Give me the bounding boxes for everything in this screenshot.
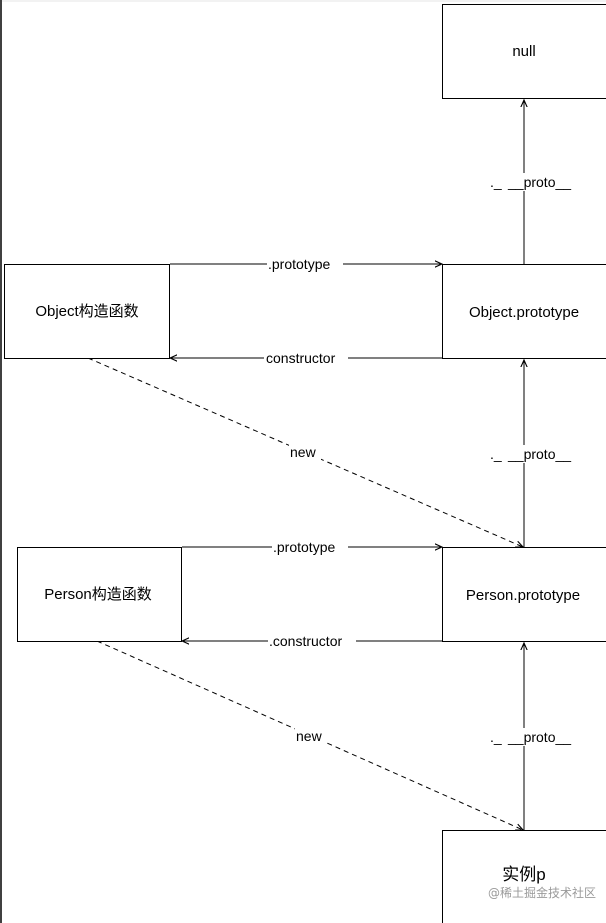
label-person-prototype: .prototype [272,539,348,555]
svg-text:Person构造函数: Person构造函数 [44,586,152,603]
svg-text:._: ._ [490,729,502,745]
label-person-proto-to-object: ._ __proto__ [487,445,571,463]
svg-text:__proto__: __proto__ [507,174,571,190]
svg-text:.prototype: .prototype [268,256,330,272]
edge-person-new [96,640,523,830]
watermark-text: @稀土掘金技术社区 [487,886,596,900]
label-object-proto-to-null: ._ __proto__ [487,173,571,191]
svg-text:.prototype: .prototype [273,539,335,555]
node-person-constructor: Person构造函数 [17,547,182,642]
label-object-prototype: .prototype [267,256,343,272]
window-left-border [0,0,2,923]
label-object-constructor: constructor [264,350,348,366]
window-top-border [0,0,606,2]
node-null: null [442,4,606,99]
svg-text:Person.prototype: Person.prototype [466,587,580,604]
node-person-prototype: Person.prototype [442,547,606,642]
svg-text:new: new [290,444,317,460]
label-object-new: new [289,444,321,460]
node-instance: 实例p [442,830,606,923]
label-person-new: new [295,728,327,744]
svg-text:Object.prototype: Object.prototype [469,304,579,321]
svg-text:.constructor: .constructor [269,633,342,649]
svg-text:._: ._ [490,446,502,462]
svg-text:__proto__: __proto__ [507,446,571,462]
svg-text:__proto__: __proto__ [507,729,571,745]
node-object-constructor: Object构造函数 [4,264,170,359]
svg-text:new: new [296,728,323,744]
svg-text:._: ._ [490,174,502,190]
svg-text:constructor: constructor [266,350,336,366]
label-instance-proto: ._ __proto__ [487,728,571,746]
svg-text:null: null [512,43,535,60]
svg-text:Object构造函数: Object构造函数 [35,303,138,320]
svg-text:实例p: 实例p [502,865,545,884]
node-object-prototype: Object.prototype [442,264,606,359]
label-person-constructor: .constructor [268,633,356,649]
